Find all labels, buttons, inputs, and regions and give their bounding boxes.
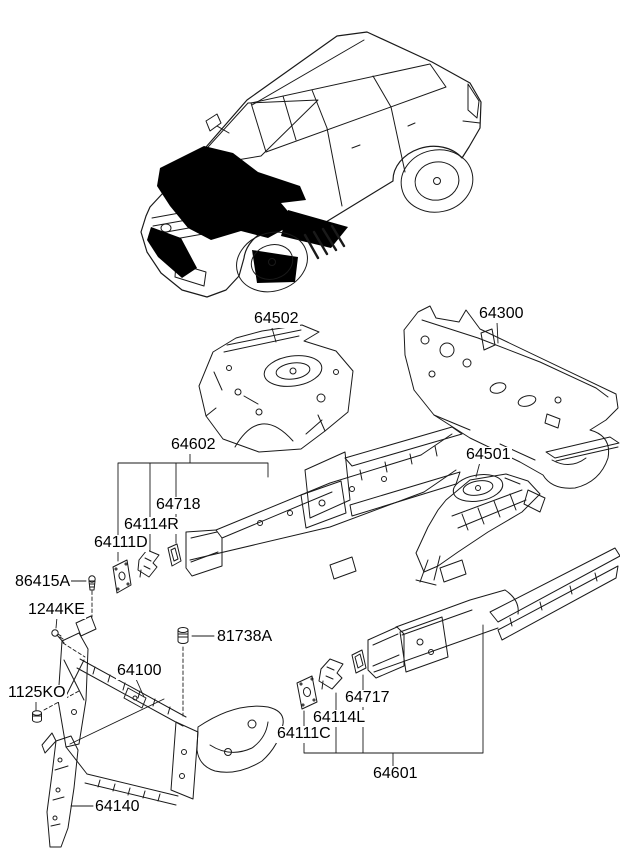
car-window-band	[250, 63, 447, 153]
bolt-1125KO-icon	[32, 710, 42, 723]
leader-64300	[496, 321, 499, 344]
car-door-seams	[326, 106, 416, 207]
part-label-64501[interactable]: 64501	[465, 446, 512, 464]
part-label-64111D[interactable]: 64111D	[93, 534, 149, 552]
car-illustration	[140, 31, 482, 298]
part-drawing-64717	[351, 649, 367, 674]
car-roof-rail	[251, 39, 365, 106]
leader-group-64602	[117, 451, 269, 562]
part-drawing-64501	[415, 473, 546, 586]
part-drawing-64300	[403, 305, 619, 489]
attachment-line-64140	[69, 698, 165, 745]
bolt-81738A-icon	[177, 627, 189, 644]
clip-bolt-86415A-icon	[88, 575, 96, 591]
dashed-leader-1244KE	[62, 642, 86, 658]
part-label-81738A[interactable]: 81738A	[216, 628, 274, 646]
dash-panel-tab	[480, 328, 496, 351]
part-drawing-64140	[41, 732, 79, 848]
part-label-64601[interactable]: 64601	[372, 765, 419, 783]
part-label-1125KO[interactable]: 1125KO	[7, 684, 67, 702]
part-label-64502[interactable]: 64502	[253, 310, 300, 328]
leader-64502	[271, 327, 277, 343]
leader-1244KE	[55, 616, 58, 629]
part-drawing-64602	[185, 426, 463, 577]
part-drawing-64601	[329, 436, 620, 679]
car-highlighted-structure	[147, 146, 348, 283]
car-fender-hatch	[303, 224, 346, 260]
car-badge	[160, 223, 172, 233]
part-label-1244KE[interactable]: 1244KE	[27, 601, 86, 619]
part-label-86415A[interactable]: 86415A	[14, 573, 72, 591]
part-drawing-64111D	[112, 559, 132, 594]
part-drawing-64111C	[296, 675, 318, 710]
car-plate	[174, 262, 207, 287]
part-label-64140[interactable]: 64140	[94, 798, 141, 816]
leader-group-64601	[303, 624, 484, 767]
part-drawing-64100	[57, 615, 284, 806]
part-label-64100[interactable]: 64100	[116, 662, 163, 680]
part-drawing-64718	[167, 543, 182, 567]
car-front-wheel	[236, 231, 308, 293]
part-label-64114L[interactable]: 64114L	[312, 709, 367, 727]
part-drawing-64502	[198, 324, 354, 453]
part-label-64718[interactable]: 64718	[155, 496, 202, 514]
part-label-64300[interactable]: 64300	[478, 305, 525, 323]
part-label-64111C[interactable]: 64111C	[276, 725, 332, 743]
car-rear-details	[462, 83, 481, 124]
part-drawing-64114R	[137, 549, 160, 578]
part-label-64717[interactable]: 64717	[344, 689, 391, 707]
car-mirror	[205, 113, 230, 134]
car-pillars	[282, 75, 392, 141]
leader-64100	[135, 678, 145, 698]
part-label-64114R[interactable]: 64114R	[123, 516, 180, 534]
part-drawing-64114L	[318, 658, 344, 690]
part-label-64602[interactable]: 64602	[170, 436, 217, 454]
leader-lines	[35, 321, 499, 807]
car-grille-lines	[151, 209, 204, 243]
car-rear-wheel	[400, 149, 474, 213]
screw-1244KE-icon	[51, 629, 65, 644]
leader-64501	[475, 461, 481, 478]
car-body-outline	[140, 31, 482, 298]
